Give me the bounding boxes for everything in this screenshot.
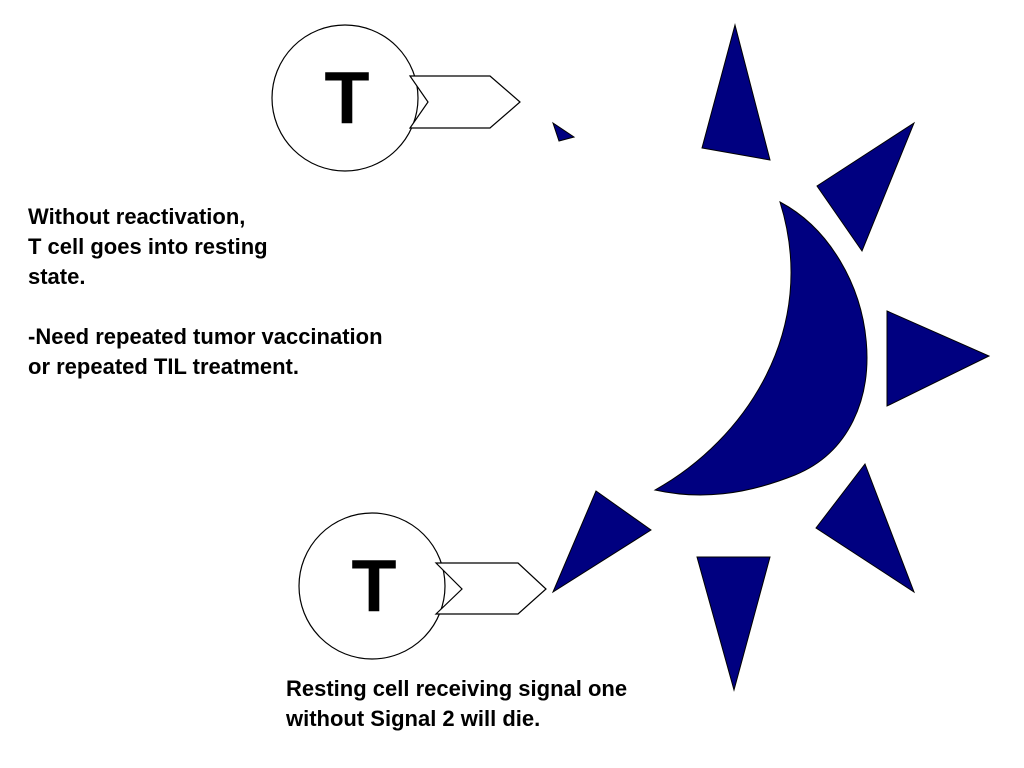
- antigen-presenting-cell: [551, 23, 991, 692]
- vaccination-note-line-2: or repeated TIL treatment.: [28, 354, 299, 379]
- t-cell-lower: T: [298, 512, 547, 660]
- t-cell-upper-circle: [271, 24, 419, 172]
- resting-state-line-2: T cell goes into resting: [28, 234, 268, 259]
- apc-spike-top-small: [552, 121, 576, 142]
- t-cell-lower-circle: [298, 512, 446, 660]
- t-cell-lower-label: T: [351, 545, 396, 628]
- resting-state-caption: Without reactivation, T cell goes into r…: [28, 202, 383, 382]
- signal-two-line-1: Resting cell receiving signal one: [286, 676, 628, 701]
- apc-spike-right: [886, 310, 991, 407]
- t-cell-upper: T: [271, 24, 521, 172]
- t-cell-lower-receptor: [434, 562, 547, 615]
- resting-state-line-3: state.: [28, 264, 86, 289]
- t-cell-upper-label: T: [324, 57, 369, 140]
- apc-spike-lower-right: [815, 462, 916, 594]
- t-cell-upper-receptor: [408, 75, 521, 129]
- apc-spike-upper-right: [816, 121, 916, 253]
- apc-crescent: [653, 200, 868, 496]
- signal-two-caption: Resting cell receiving signal one withou…: [286, 674, 627, 734]
- apc-spike-lower-left: [551, 490, 652, 594]
- signal-two-line-2: without Signal 2 will die.: [286, 706, 541, 731]
- resting-state-line-1: Without reactivation,: [28, 204, 246, 229]
- apc-spike-bottom: [696, 556, 771, 692]
- caption-spacer: [28, 292, 383, 322]
- vaccination-note-line-1: -Need repeated tumor vaccination: [28, 324, 383, 349]
- apc-spike-top: [701, 23, 771, 161]
